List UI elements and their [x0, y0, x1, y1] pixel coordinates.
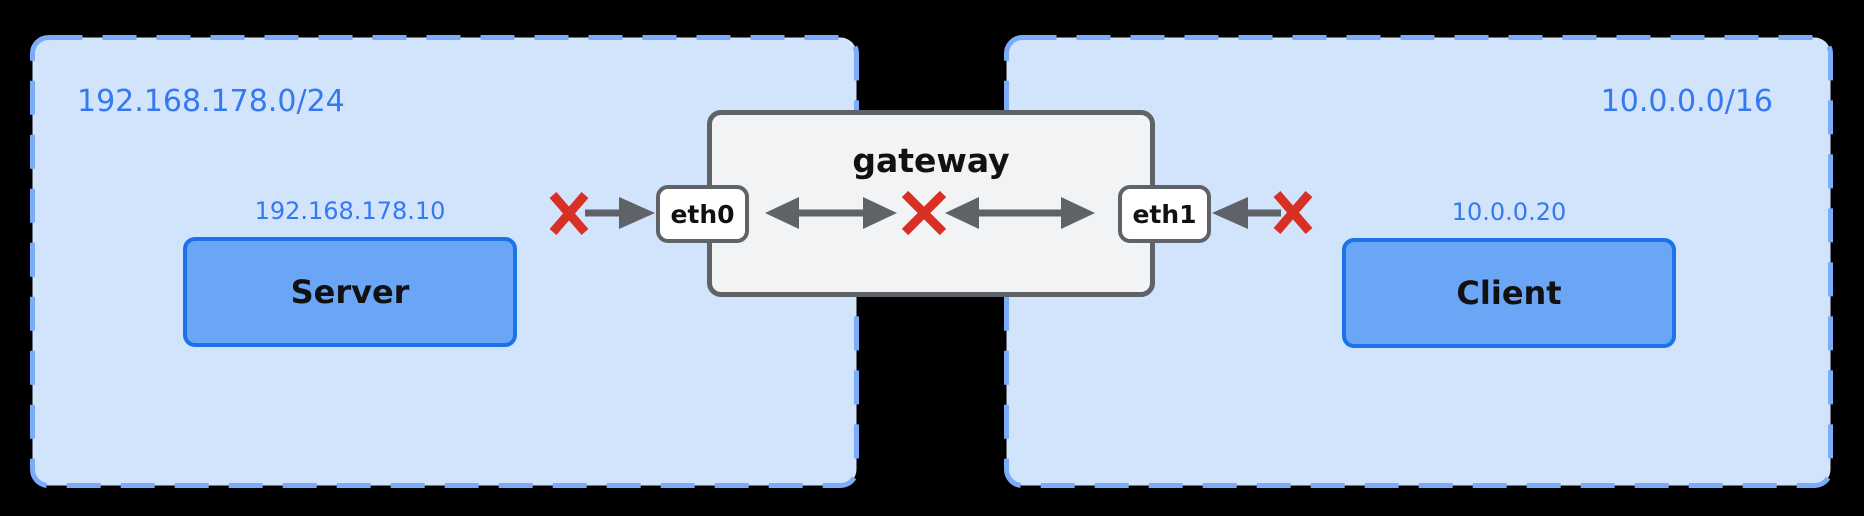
client-ip-label: 10.0.0.20 — [1451, 198, 1567, 226]
server-node-label: Server — [290, 273, 410, 311]
interface-eth0-label: eth0 — [670, 199, 735, 229]
subnet-right-cidr-label: 10.0.0.0/16 — [1600, 84, 1773, 119]
gateway-node-label: gateway — [852, 141, 1010, 180]
server-ip-label: 192.168.178.10 — [254, 197, 446, 225]
interface-eth1-label: eth1 — [1132, 199, 1197, 229]
client-node-label: Client — [1456, 274, 1562, 312]
interface-eth0-node: eth0 — [656, 185, 749, 243]
subnet-left-cidr-label: 192.168.178.0/24 — [77, 84, 345, 119]
server-node: Server — [183, 237, 517, 347]
client-node: Client — [1342, 238, 1676, 348]
gateway-node: gateway — [707, 110, 1155, 297]
interface-eth1-node: eth1 — [1118, 185, 1211, 243]
